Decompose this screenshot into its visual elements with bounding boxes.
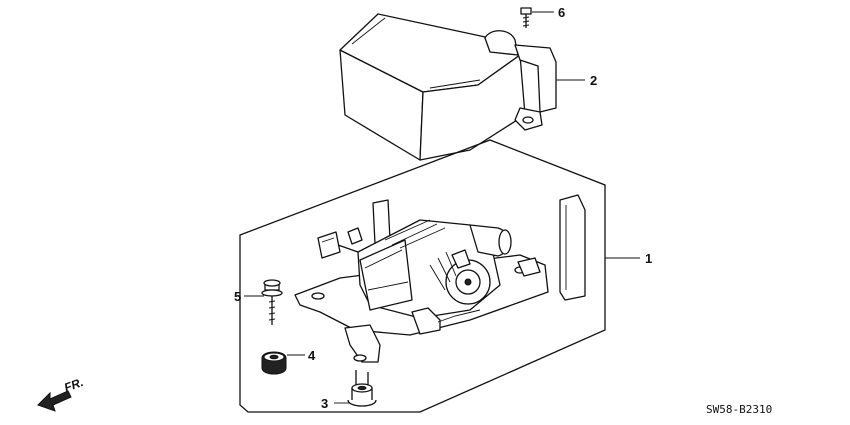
callout-4: 4 — [308, 348, 316, 363]
actuator-part-1 — [294, 194, 586, 363]
callout-1: 1 — [645, 251, 652, 266]
callout-2: 2 — [590, 73, 597, 88]
front-direction-arrow-icon — [37, 390, 72, 412]
cover-part-2 — [339, 13, 557, 161]
screw-part-6 — [520, 7, 532, 28]
callout-6: 6 — [558, 5, 565, 20]
callout-5: 5 — [234, 289, 241, 304]
collar-part-3 — [347, 370, 377, 407]
front-direction-label: FR. — [62, 375, 85, 395]
grommet-part-4 — [261, 351, 287, 375]
diagram-code: SW58-B2310 — [706, 403, 772, 416]
assembly-outline — [239, 139, 606, 413]
bolt-part-5 — [261, 279, 283, 325]
callout-3: 3 — [321, 396, 328, 411]
